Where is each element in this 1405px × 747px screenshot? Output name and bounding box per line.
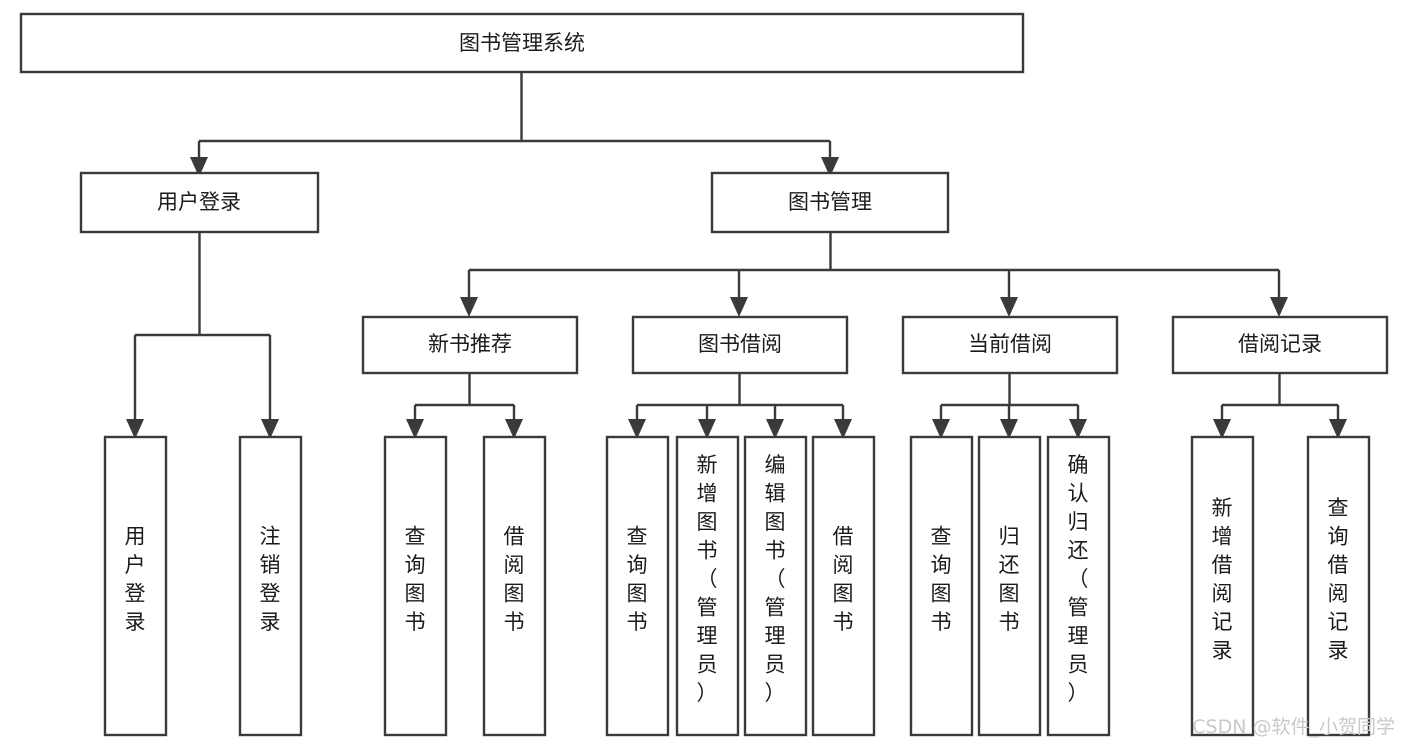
arrow-head-newbook: [460, 297, 478, 317]
node-leaf-bo-borrow-label: 借阅图书: [833, 524, 854, 634]
node-leaf-rc-query[interactable]: 查询借阅记录: [1306, 435, 1371, 737]
arrow-head-leaf-user-login: [126, 419, 144, 439]
node-login[interactable]: 用户登录: [79, 171, 320, 234]
node-newbook-label: 新书推荐: [428, 332, 512, 356]
node-leaf-cu-return-label: 归还图书: [999, 524, 1020, 634]
connector-layer: [126, 72, 1347, 439]
node-root-label: 图书管理系统: [459, 31, 585, 55]
arrow-head-leaf-user-logout: [261, 419, 279, 439]
arrow-head-leaf-bo-query: [628, 419, 646, 439]
node-root-box[interactable]: [19, 12, 1025, 74]
node-leaf-nb-query-label: 查询图书: [405, 524, 426, 634]
arrow-head-bookmgmt: [821, 157, 839, 177]
node-records-box[interactable]: [1171, 315, 1389, 375]
node-leaf-bo-borrow-box[interactable]: [811, 435, 876, 737]
arrow-head-current: [1000, 297, 1018, 317]
arrow-head-login: [190, 157, 208, 177]
node-leaf-cu-query-box[interactable]: [909, 435, 974, 737]
node-leaf-user-logout[interactable]: 注销登录: [238, 435, 303, 737]
node-leaf-bo-edit-label: 编辑图书（管理员）: [765, 453, 786, 705]
node-root[interactable]: 图书管理系统: [19, 12, 1025, 74]
node-leaf-bo-edit-box[interactable]: [743, 435, 808, 737]
csdn-watermark: CSDN @软件_小贺同学: [1192, 716, 1395, 738]
node-leaf-cu-confirm[interactable]: 确认归还（管理员）: [1046, 435, 1111, 737]
arrow-head-leaf-cu-return: [1000, 419, 1018, 439]
arrow-head-borrow: [730, 297, 748, 317]
arrow-head-leaf-nb-borrow: [505, 419, 523, 439]
node-newbook-box[interactable]: [361, 315, 579, 375]
arrow-head-leaf-cu-query: [932, 419, 950, 439]
node-leaf-rc-add[interactable]: 新增借阅记录: [1190, 435, 1255, 737]
node-login-label: 用户登录: [157, 190, 241, 214]
node-leaf-nb-borrow-box[interactable]: [482, 435, 547, 737]
node-leaf-bo-query-box[interactable]: [605, 435, 670, 737]
node-leaf-user-login[interactable]: 用户登录: [103, 435, 168, 737]
node-leaf-rc-query-label: 查询借阅记录: [1328, 496, 1349, 663]
node-borrow-box[interactable]: [631, 315, 849, 375]
node-records[interactable]: 借阅记录: [1171, 315, 1389, 375]
node-leaf-bo-add-box[interactable]: [675, 435, 740, 737]
node-leaf-bo-query-label: 查询图书: [627, 524, 648, 634]
arrow-head-leaf-cu-confirm: [1069, 419, 1087, 439]
arrow-head-leaf-bo-borrow: [834, 419, 852, 439]
node-leaf-cu-return[interactable]: 归还图书: [977, 435, 1042, 737]
node-leaf-cu-return-box[interactable]: [977, 435, 1042, 737]
node-leaf-nb-borrow-label: 借阅图书: [504, 524, 525, 634]
node-leaf-bo-add-label: 新增图书（管理员）: [697, 453, 718, 705]
node-leaf-bo-borrow[interactable]: 借阅图书: [811, 435, 876, 737]
node-current-label: 当前借阅: [968, 332, 1052, 356]
arrow-head-leaf-bo-edit: [766, 419, 784, 439]
node-leaf-cu-confirm-label: 确认归还（管理员）: [1068, 453, 1089, 705]
node-leaf-user-logout-box[interactable]: [238, 435, 303, 737]
node-leaf-user-login-label: 用户登录: [125, 524, 146, 634]
node-leaf-user-login-box[interactable]: [103, 435, 168, 737]
arrow-head-leaf-rc-query: [1329, 419, 1347, 439]
node-leaf-nb-query-box[interactable]: [383, 435, 448, 737]
node-borrow[interactable]: 图书借阅: [631, 315, 849, 375]
node-borrow-label: 图书借阅: [698, 332, 782, 356]
arrow-head-leaf-rc-add: [1213, 419, 1231, 439]
node-leaf-rc-query-box[interactable]: [1306, 435, 1371, 737]
node-leaf-bo-query[interactable]: 查询图书: [605, 435, 670, 737]
node-current[interactable]: 当前借阅: [901, 315, 1119, 375]
node-newbook[interactable]: 新书推荐: [361, 315, 579, 375]
arrow-head-records: [1270, 297, 1288, 317]
node-leaf-rc-add-box[interactable]: [1190, 435, 1255, 737]
node-leaf-cu-confirm-box[interactable]: [1046, 435, 1111, 737]
node-login-box[interactable]: [79, 171, 320, 234]
node-leaf-nb-borrow[interactable]: 借阅图书: [482, 435, 547, 737]
node-leaf-rc-add-label: 新增借阅记录: [1212, 496, 1233, 663]
node-leaf-cu-query-label: 查询图书: [931, 524, 952, 634]
node-leaf-user-logout-label: 注销登录: [260, 524, 281, 634]
node-leaf-nb-query[interactable]: 查询图书: [383, 435, 448, 737]
node-current-box[interactable]: [901, 315, 1119, 375]
node-leaf-cu-query[interactable]: 查询图书: [909, 435, 974, 737]
node-leaf-bo-edit[interactable]: 编辑图书（管理员）: [743, 435, 808, 737]
node-records-label: 借阅记录: [1238, 332, 1322, 356]
node-leaf-bo-add[interactable]: 新增图书（管理员）: [675, 435, 740, 737]
arrow-head-leaf-bo-add: [698, 419, 716, 439]
node-bookmgmt-box[interactable]: [710, 171, 950, 234]
node-bookmgmt[interactable]: 图书管理: [710, 171, 950, 234]
arrow-head-leaf-nb-query: [406, 419, 424, 439]
node-bookmgmt-label: 图书管理: [788, 190, 872, 214]
